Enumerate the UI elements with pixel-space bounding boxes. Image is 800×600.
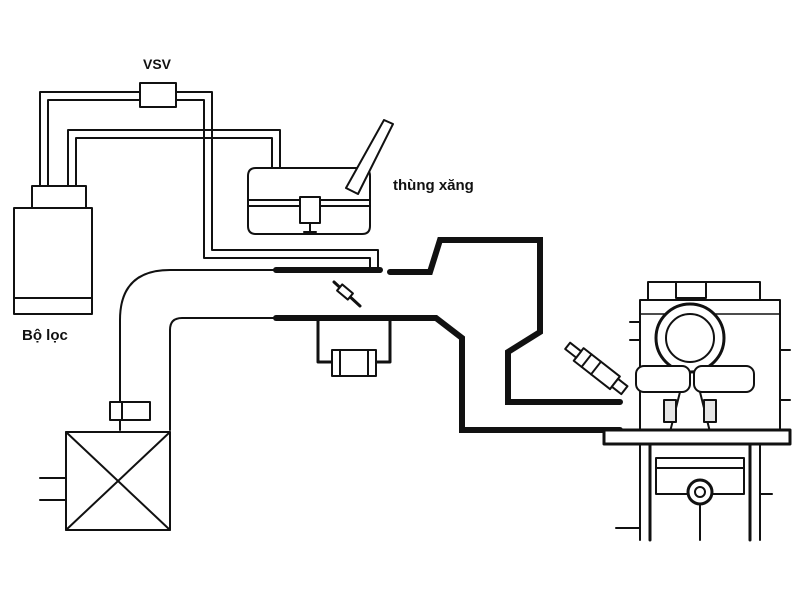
- vsv-hose: [39, 91, 379, 271]
- fuel-injector: [564, 341, 629, 396]
- air-cleaner: [39, 431, 171, 531]
- vsv-label: VSV: [143, 56, 172, 72]
- vsv-valve: [139, 82, 177, 108]
- intake-manifold: [273, 237, 623, 433]
- fuel-filler-neck: [345, 119, 394, 195]
- filter-label: Bộ lọc: [22, 327, 68, 344]
- throttle-valve: [332, 280, 362, 308]
- idle-air-bypass: [316, 316, 392, 377]
- fuel-tank-label: thùng xăng: [393, 177, 474, 194]
- engine-block: [602, 428, 792, 542]
- air-intake-duct: [109, 269, 277, 431]
- engine-head: [629, 281, 791, 441]
- charcoal-canister: [13, 185, 93, 315]
- fuel-tank: [247, 167, 371, 235]
- tank-vent-hose: [67, 129, 281, 187]
